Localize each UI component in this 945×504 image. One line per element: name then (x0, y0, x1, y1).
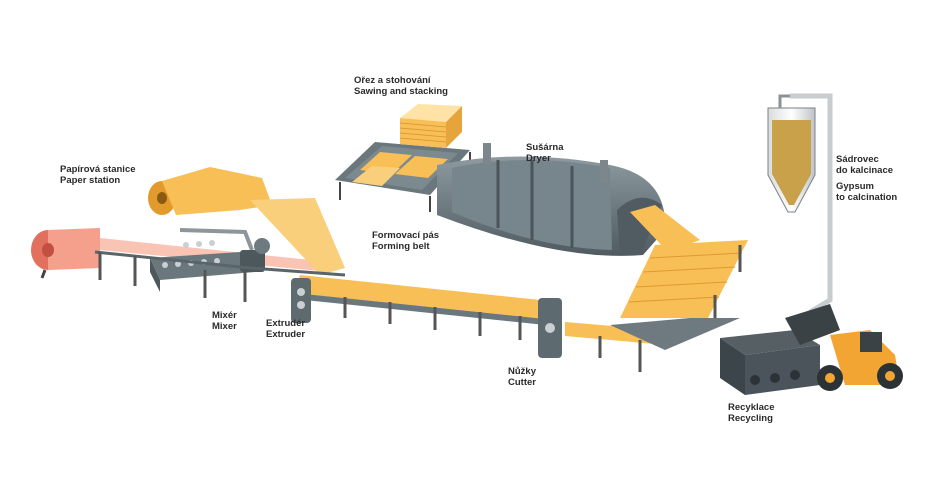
recycling-unit (720, 330, 820, 395)
sawing-stacking-table (335, 142, 471, 212)
return-belt (620, 240, 748, 318)
label-cutter-cz: Nůžky (508, 366, 536, 377)
board-stack (399, 104, 462, 148)
label-extruder-cz: Extrudér (266, 318, 306, 329)
upper-paper-roll (148, 167, 345, 275)
cutter-unit (538, 298, 562, 358)
label-forming-belt: Formovací pás Forming belt (372, 230, 439, 252)
label-extruder: Extrudér Extruder (266, 318, 305, 340)
label-cutter: Nůžky Cutter (508, 366, 536, 388)
label-dryer-cz: Sušárna (526, 142, 564, 153)
label-dryer: Sušárna Dryer (526, 142, 564, 164)
label-forming-belt-en: Forming belt (372, 241, 430, 252)
label-gypsum-cz2: do kalcinace (836, 165, 894, 176)
recycling-belt (565, 318, 740, 372)
wheel-loader (785, 304, 903, 391)
dryer (437, 143, 700, 256)
label-gypsum-en: Gypsum (836, 181, 875, 192)
label-gypsum: Sádrovec do kalcinace Gypsum to calcinat… (836, 154, 897, 203)
label-recycling-cz: Recyklace (728, 402, 775, 413)
label-gypsum-cz: Sádrovec (836, 154, 879, 165)
label-sawing-cz: Ořez a stohování (354, 75, 431, 86)
label-extruder-en: Extruder (266, 329, 306, 340)
label-paper-station: Papírová stanice Paper station (60, 164, 136, 186)
label-sawing-en: Sawing and stacking (354, 86, 448, 97)
label-paper-station-en: Paper station (60, 175, 121, 186)
gypsum-silo (767, 93, 833, 315)
label-gypsum-en2: to calcination (836, 192, 898, 203)
label-paper-station-cz: Papírová stanice (60, 164, 136, 175)
label-cutter-en: Cutter (508, 377, 536, 388)
extruder-unit (291, 278, 311, 323)
label-recycling-en: Recycling (728, 413, 773, 424)
label-forming-belt-cz: Formovací pás (372, 230, 440, 241)
label-recycling: Recyklace Recycling (728, 402, 774, 424)
label-mixer: Mixér Mixer (212, 310, 237, 332)
forming-belt (295, 275, 560, 340)
label-sawing-stacking: Ořez a stohování Sawing and stacking (354, 75, 448, 97)
label-mixer-en: Mixer (212, 321, 237, 332)
label-mixer-cz: Mixér (212, 310, 237, 321)
left-frame (94, 250, 346, 302)
label-dryer-en: Dryer (526, 153, 551, 164)
